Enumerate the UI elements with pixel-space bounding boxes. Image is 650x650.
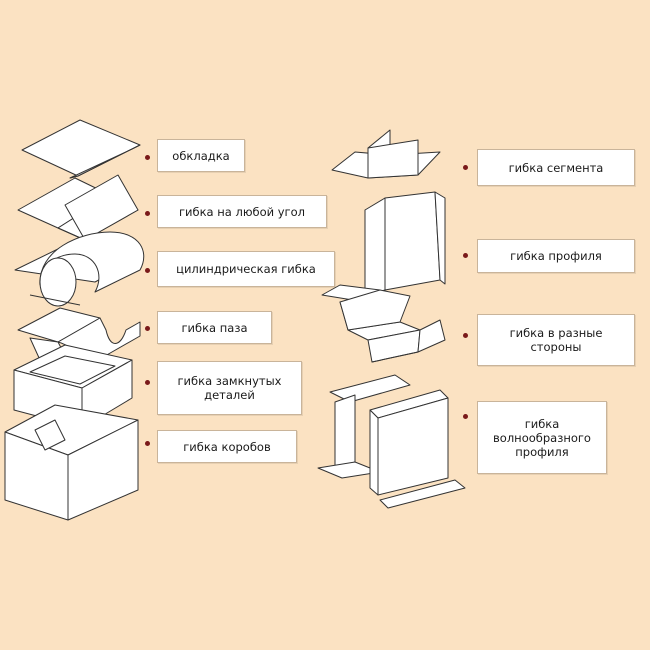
bullet bbox=[145, 441, 150, 446]
label-zigzag-bend: гибка в разные стороны bbox=[477, 314, 635, 366]
bullet bbox=[145, 326, 150, 331]
label-groove-bend: гибка паза bbox=[157, 311, 272, 344]
label-wave-profile: гибка волнообразного профиля bbox=[477, 401, 607, 474]
wave-profile-icon bbox=[317, 374, 466, 509]
bullet bbox=[145, 268, 150, 273]
label-segment-bend: гибка сегмента bbox=[477, 149, 635, 186]
label-cylinder-bend: цилиндрическая гибка bbox=[157, 251, 335, 287]
label-cladding: обкладка bbox=[157, 139, 245, 172]
profile-bend-icon bbox=[364, 191, 446, 297]
zigzag-bend-icon bbox=[321, 284, 446, 363]
box-bend-icon bbox=[4, 404, 139, 521]
bullet bbox=[463, 333, 468, 338]
label-profile-bend: гибка профиля bbox=[477, 239, 635, 273]
label-closed-parts: гибка замкнутых деталей bbox=[157, 361, 302, 415]
bullet bbox=[463, 165, 468, 170]
bullet bbox=[145, 155, 150, 160]
bullet bbox=[463, 253, 468, 258]
segment-bend-icon bbox=[331, 129, 441, 179]
label-angle-bend: гибка на любой угол bbox=[157, 195, 327, 228]
cylinder-bend-icon bbox=[14, 231, 145, 307]
angle-bend-icon bbox=[17, 174, 139, 241]
bullet bbox=[145, 211, 150, 216]
bullet bbox=[463, 414, 468, 419]
flat-fold-sheet-icon bbox=[21, 119, 141, 179]
bullet bbox=[145, 380, 150, 385]
label-box-bend: гибка коробов bbox=[157, 430, 297, 463]
